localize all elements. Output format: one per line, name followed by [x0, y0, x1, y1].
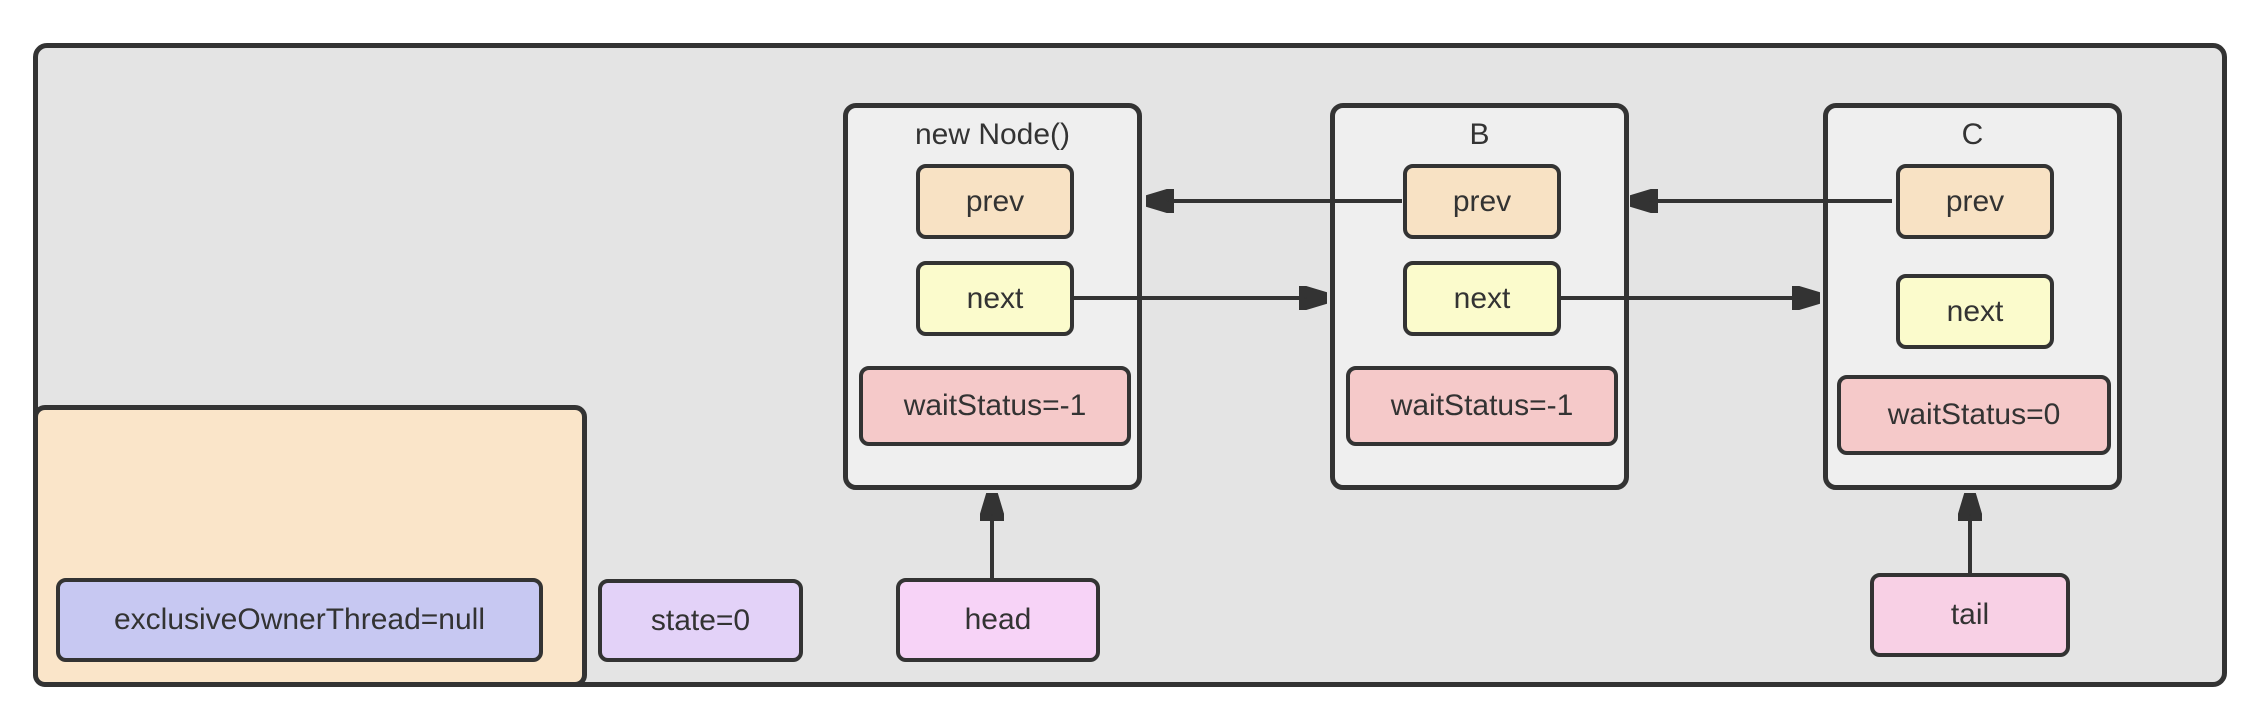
node-b: B prev next waitStatus=-1 — [1330, 103, 1629, 490]
wait-status-field: waitStatus=0 — [1837, 375, 2111, 455]
wait-status-field: waitStatus=-1 — [1346, 366, 1618, 446]
next-field: next — [1896, 274, 2054, 349]
node-c: C prev next waitStatus=0 — [1823, 103, 2122, 490]
head-pointer-box: head — [896, 578, 1100, 662]
prev-field: prev — [916, 164, 1074, 239]
node-new-node: new Node() prev next waitStatus=-1 — [843, 103, 1142, 490]
tail-pointer-box: tail — [1870, 573, 2070, 657]
wait-status-field: waitStatus=-1 — [859, 366, 1131, 446]
prev-field: prev — [1896, 164, 2054, 239]
node-title: new Node() — [914, 118, 1071, 151]
next-field: next — [916, 261, 1074, 336]
state-box: state=0 — [598, 579, 803, 662]
node-title: C — [1961, 118, 1984, 151]
node-title: B — [1469, 118, 1490, 151]
exclusive-owner-thread-box: exclusiveOwnerThread=null — [56, 578, 543, 662]
next-field: next — [1403, 261, 1561, 336]
prev-field: prev — [1403, 164, 1561, 239]
